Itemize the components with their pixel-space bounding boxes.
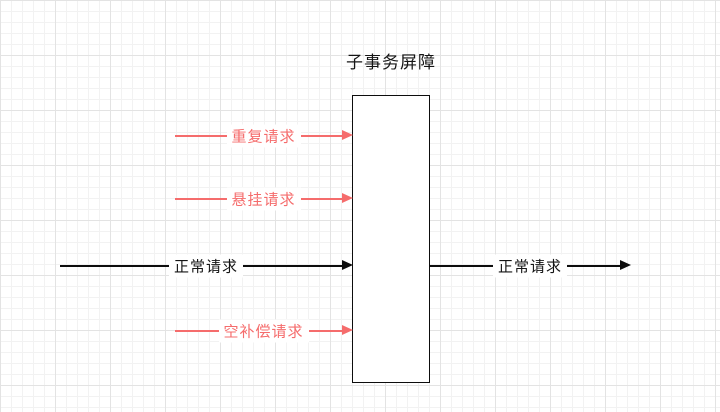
arrow-label-hanging-request: 悬挂请求 (226, 187, 301, 211)
arrow-label-normal-request-out: 正常请求 (492, 254, 568, 278)
barrier-rect (352, 95, 430, 383)
arrowhead-icon (620, 260, 631, 270)
arrow-label-duplicate-request: 重复请求 (226, 124, 301, 148)
arrow-label-normal-request-in: 正常请求 (168, 254, 244, 278)
arrowhead-icon (342, 260, 353, 270)
arrowhead-icon (342, 193, 353, 203)
arrowhead-icon (342, 325, 353, 335)
arrowhead-icon (342, 130, 353, 140)
diagram-title: 子事务屏障 (346, 53, 436, 73)
arrow-label-empty-compensation-request: 空补偿请求 (218, 319, 309, 343)
